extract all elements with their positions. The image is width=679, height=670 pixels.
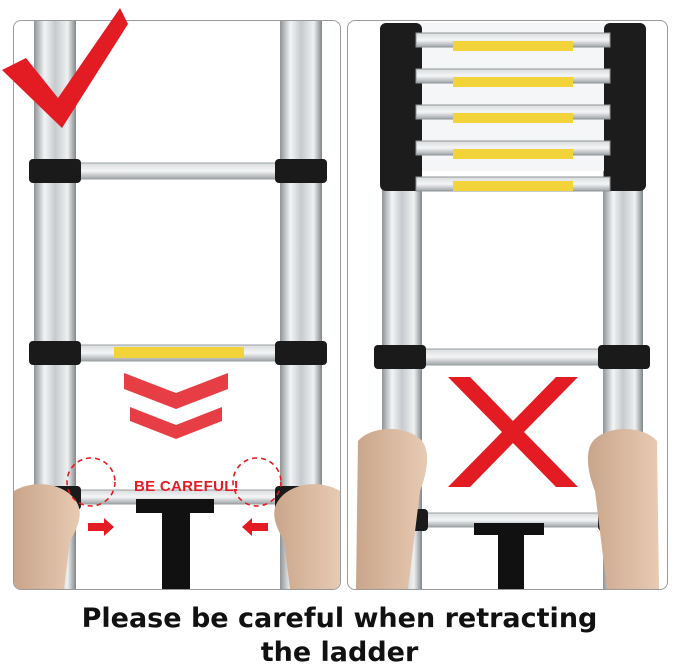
arrow-left-icon [242, 518, 268, 536]
caption-line-1: Please be careful when retracting [81, 603, 598, 634]
ladder-illustration-right [356, 23, 659, 589]
be-careful-label: BE CAREFUL! [134, 478, 239, 495]
rung-joint [29, 341, 81, 365]
rung-joint [275, 159, 327, 183]
rung-joint [29, 159, 81, 183]
caution-circle-left [66, 457, 116, 507]
left-panel-correct-method: BE CAREFUL! [13, 20, 341, 590]
rung-joint [374, 345, 426, 369]
ladder-rung [73, 162, 283, 180]
chevron-down-icon [124, 373, 228, 409]
ladder-strap [474, 523, 544, 589]
hand-right [587, 429, 659, 589]
checkmark-icon [2, 8, 128, 128]
arrow-right-icon [88, 518, 114, 536]
right-panel-wrong-method [347, 20, 668, 590]
chevron-down-icon [130, 407, 222, 439]
rung-joint [598, 345, 650, 369]
ladder-strap [136, 499, 214, 589]
caution-circle-right [232, 457, 282, 507]
ladder-rung [417, 348, 609, 366]
caption-line-2: the ladder [260, 637, 419, 668]
rung-joint [275, 341, 327, 365]
hand-right [274, 484, 340, 589]
hand-left [356, 429, 428, 589]
collapsed-rung-stack [380, 23, 646, 192]
rung-sticker [114, 347, 244, 358]
hand-left [14, 484, 80, 589]
cross-icon [448, 377, 578, 487]
